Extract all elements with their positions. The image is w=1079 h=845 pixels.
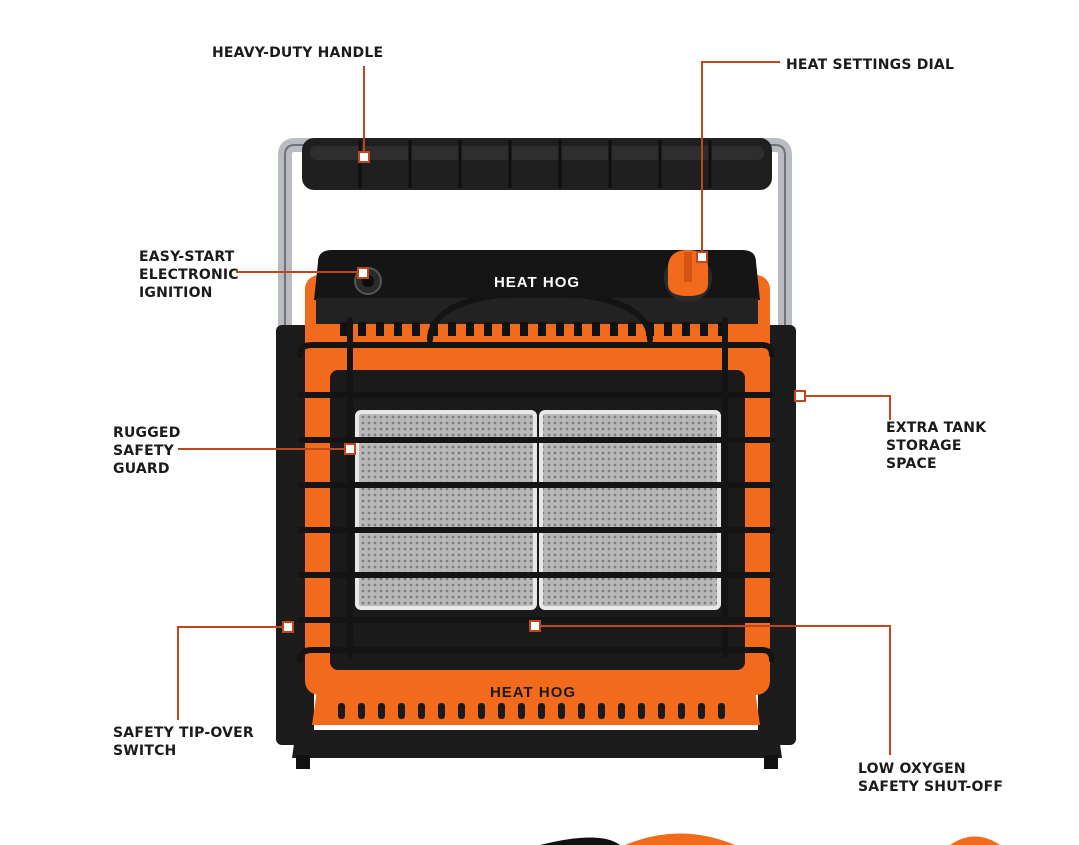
callout-markers <box>282 151 806 633</box>
left-side-panel <box>276 325 314 745</box>
heater-base <box>292 670 782 769</box>
right-radiant-element <box>539 410 721 610</box>
callout-oxygen: LOW OXYGEN SAFETY SHUT-OFF <box>858 761 1004 795</box>
bottom-decoration <box>540 833 1000 845</box>
top-control-panel <box>314 250 760 336</box>
top-brand-logo: HEAT HOG <box>494 274 580 291</box>
callout-ignition: EASY-START ELECTRONIC IGNITION <box>139 249 239 301</box>
left-radiant-element <box>355 410 537 610</box>
callout-lines <box>177 61 891 755</box>
callout-storage: EXTRA TANK STORAGE SPACE <box>886 420 987 472</box>
bottom-brand-logo: HEAT HOG <box>490 684 576 701</box>
safety-guard-wires <box>297 288 775 663</box>
callout-handle: HEAVY-DUTY HANDLE <box>212 45 384 61</box>
callout-dial: HEAT SETTINGS DIAL <box>786 57 955 73</box>
handle-grip <box>302 138 772 190</box>
callout-tipover: SAFETY TIP-OVER SWITCH <box>113 725 254 759</box>
callout-guard: RUGGED SAFETY GUARD <box>113 425 181 477</box>
